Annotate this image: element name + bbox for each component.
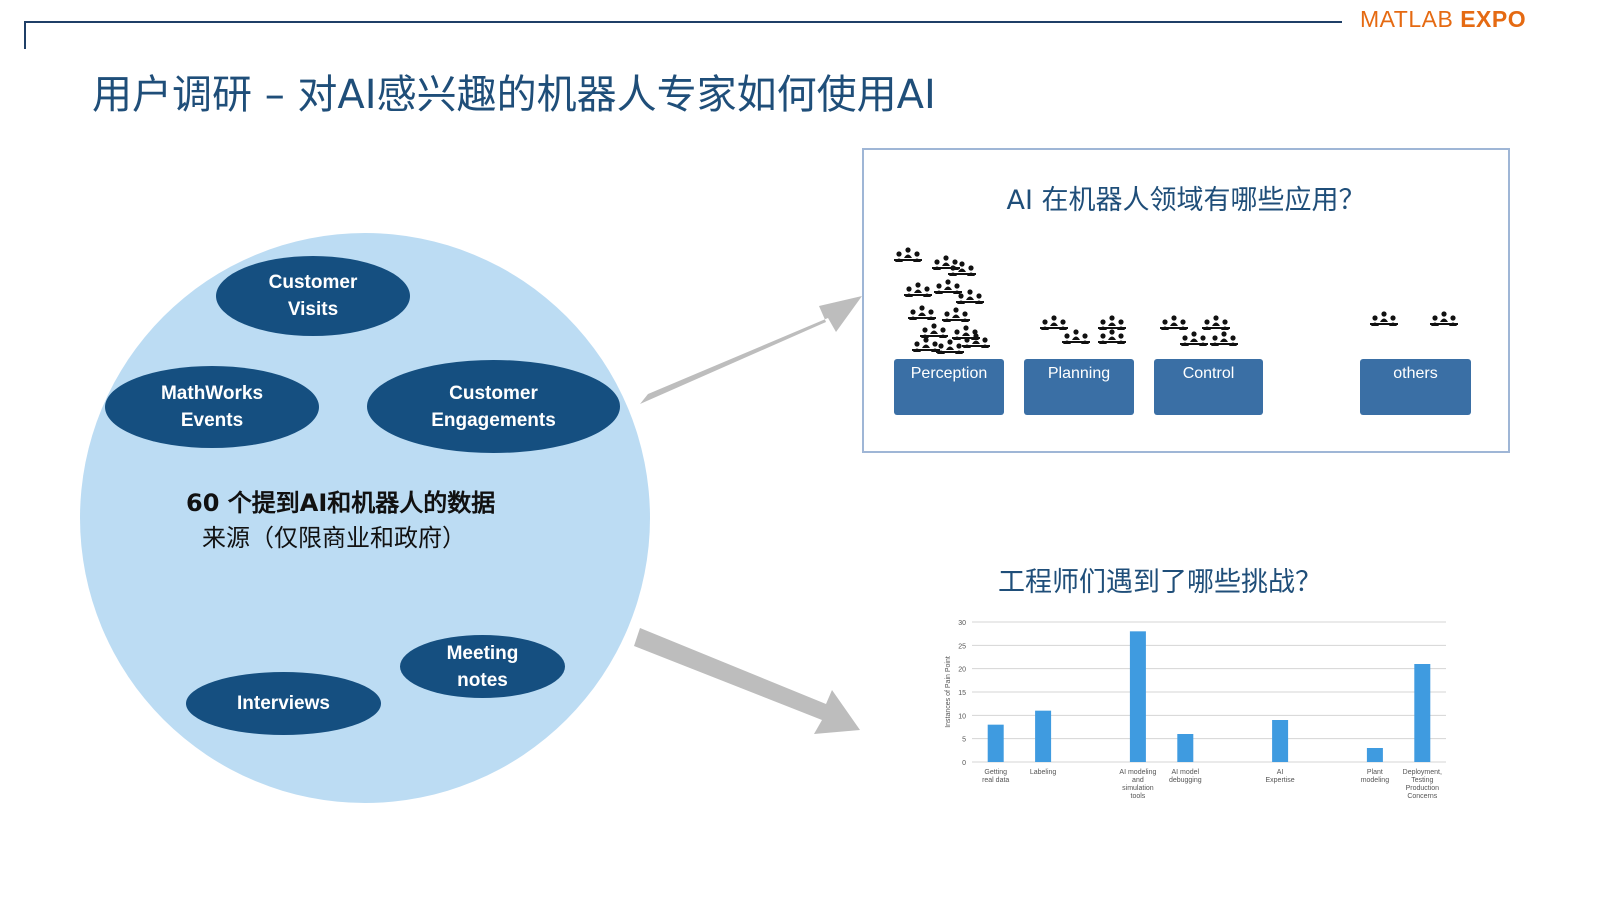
y-axis-label: Instances of Pain Point [945,656,952,728]
category-perception: Perception [894,359,1004,415]
people-icon [1098,315,1126,330]
people-icon [1180,331,1208,346]
people-icon [1210,331,1238,346]
slide-title: 用户调研 – 对AI感兴趣的机器人专家如何使用AI [92,72,936,118]
people-icon [934,279,962,294]
y-tick-label: 20 [958,667,966,674]
people-icon [894,247,922,262]
people-icon [908,305,936,320]
people-icon [920,323,948,338]
oval-customer-visits: Customer Visits [216,256,410,336]
sources-summary-line2: 来源（仅限商业和政府） [202,524,466,552]
people-icons-group [894,247,1458,354]
y-tick-label: 5 [962,737,966,744]
bar [1414,664,1431,762]
arrow-to-applications [640,296,862,404]
bar [1366,748,1383,762]
oval-interviews: Interviews [186,672,381,735]
people-icon [932,255,960,270]
bar [1035,710,1052,762]
people-icon [956,289,984,304]
oval-customer-engagements: Customer Engagements [367,360,620,453]
bar [987,724,1004,762]
sources-summary-line1: 60 个提到AI和机器人的数据 [186,489,496,517]
x-tick-label: Labeling [1030,769,1057,776]
pain-points-bar-chart: Instances of Pain Point 0 5 10 15 20 25 30Getti… [945,620,1446,800]
people-icon [904,282,932,297]
oval-meeting-notes: Meeting notes [400,635,565,698]
challenges-question: 工程师们遇到了哪些挑战？ [998,567,1322,598]
matlab-expo-logo: MATLAB EXPO [1360,6,1527,32]
people-icon [1040,315,1068,330]
category-planning: Planning [1024,359,1134,415]
people-icon [948,261,976,276]
y-tick-label: 30 [958,620,966,627]
people-icon [936,339,964,354]
people-icon [1430,311,1458,326]
header-rule [24,21,1342,23]
bar [1129,631,1146,762]
people-icon [942,307,970,322]
people-icon [1202,315,1230,330]
people-icon [1098,329,1126,344]
y-tick-label: 15 [958,690,966,697]
y-tick-label: 10 [958,713,966,720]
arrow-to-challenges [634,628,860,734]
header-rule-corner [24,21,26,49]
people-icon [912,337,940,352]
y-tick-label: 25 [958,643,966,650]
applications-box: AI 在机器人领域有哪些应用？ Perception Planning Cont… [862,148,1510,453]
y-tick-label: 0 [962,760,966,767]
people-icon [1062,329,1090,344]
people-icon [1160,315,1188,330]
people-icon [1370,311,1398,326]
category-control: Control [1154,359,1263,415]
applications-question: AI 在机器人领域有哪些应用？ [1006,185,1366,216]
bar [1177,734,1194,762]
sources-summary: 60 个提到AI和机器人的数据 来源（仅限商业和政府） [186,486,495,556]
oval-mathworks-events: MathWorks Events [105,366,319,448]
people-icon [962,333,990,348]
category-others: others [1360,359,1471,415]
bar [1272,720,1289,762]
